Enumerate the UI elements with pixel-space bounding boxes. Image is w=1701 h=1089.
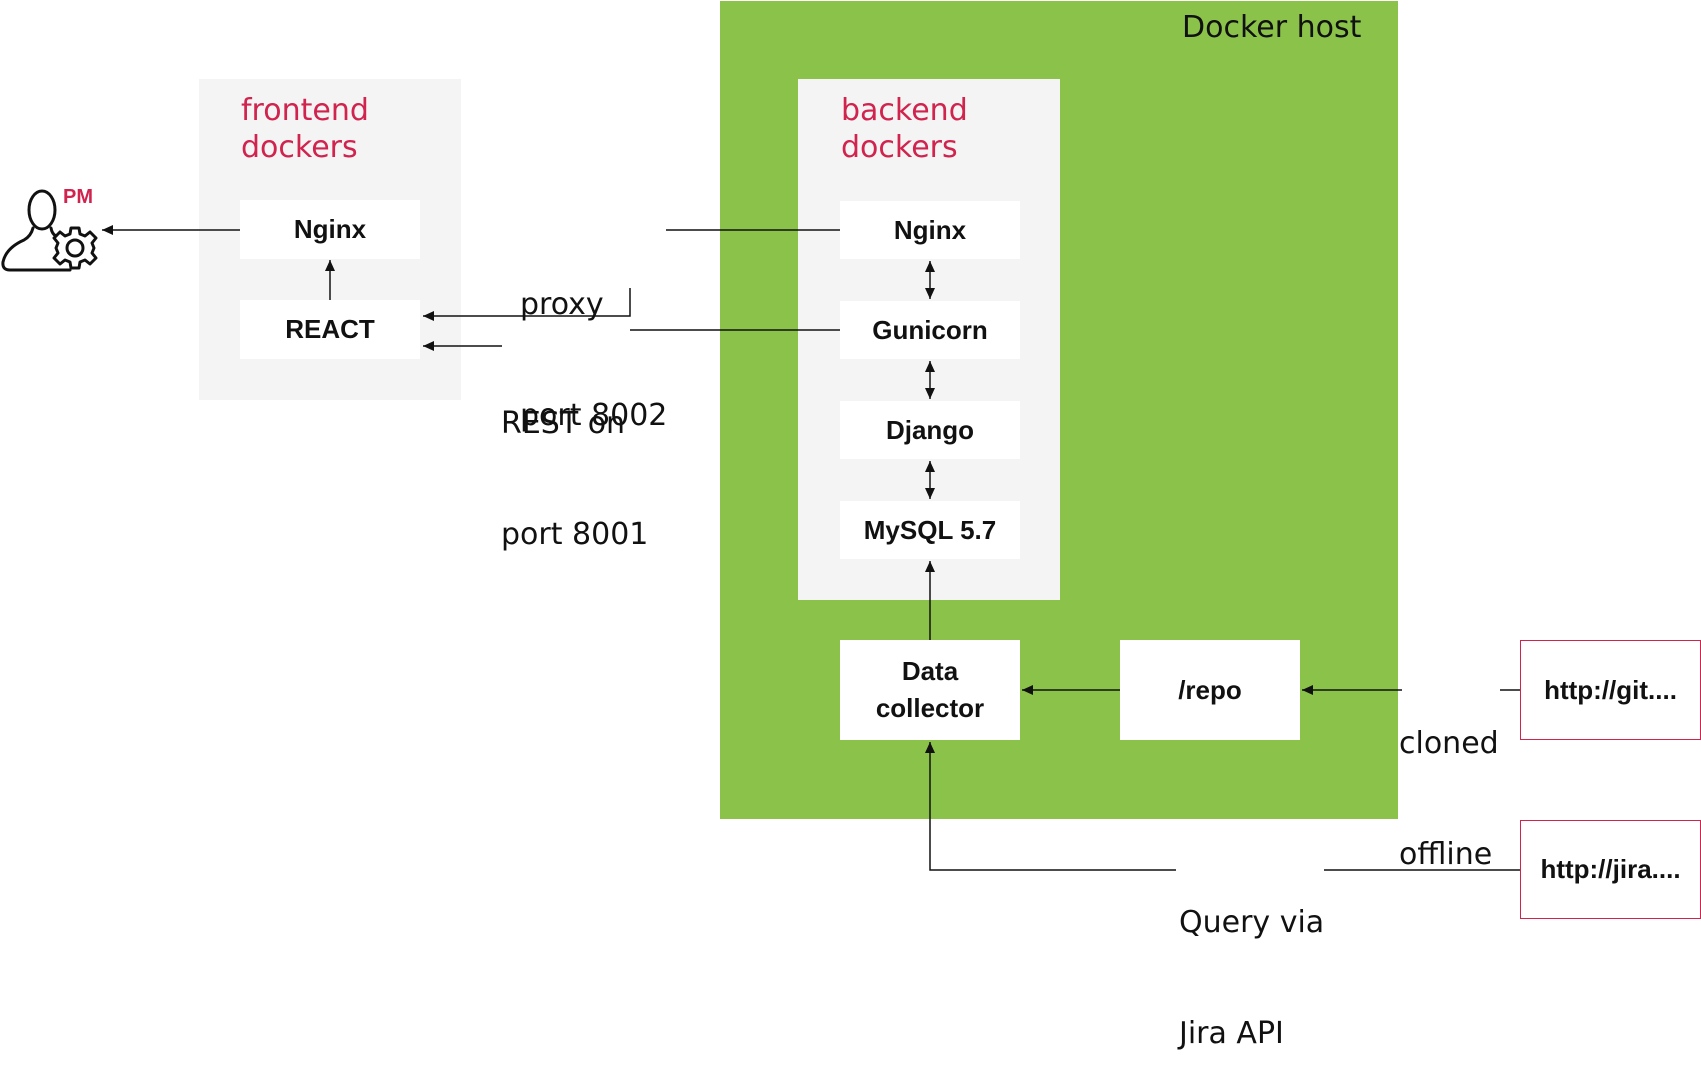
cloned-label-line1: cloned <box>1399 726 1499 761</box>
react-node[interactable]: REACT <box>240 300 420 359</box>
connector-layer <box>102 225 1520 871</box>
django-label: Django <box>885 414 975 445</box>
jira-query-label: Query via Jira API <box>1179 830 1324 1089</box>
gunicorn-label: Gunicorn <box>872 314 988 345</box>
data-collector-node[interactable]: Data collector <box>840 640 1020 740</box>
proxy-label-line2: port 8002 <box>520 398 668 433</box>
backend-nginx-label: Nginx <box>893 214 967 245</box>
jira-to-collector-arrow <box>925 742 1176 871</box>
rest-label-line2: port 8001 <box>501 517 649 552</box>
backend-title-line1: backend <box>841 93 968 128</box>
git-source-node[interactable]: http://git.... <box>1520 640 1701 740</box>
proxy-edge-label: proxy port 8002 <box>520 212 667 471</box>
repo-label: /repo <box>1178 674 1242 705</box>
django-node[interactable]: Django <box>840 401 1020 459</box>
frontend-title-line2: dockers <box>241 130 358 165</box>
pm-user-gear-icon <box>1 189 98 272</box>
cloned-label-line2: offline <box>1399 837 1493 872</box>
frontend-nginx-label: Nginx <box>293 214 367 244</box>
frontend-title-line1: frontend <box>241 93 369 128</box>
jira-source-node[interactable]: http://jira.... <box>1520 820 1701 919</box>
query-label-line1: Query via <box>1179 905 1325 940</box>
repo-node[interactable]: /repo <box>1120 640 1300 740</box>
backend-title-line2: dockers <box>841 130 958 165</box>
react-label: REACT <box>285 314 375 344</box>
docker-host-label: Docker host <box>1182 10 1362 45</box>
git-source-label: http://git.... <box>1544 674 1677 705</box>
frontend-nginx-node[interactable]: Nginx <box>240 200 420 259</box>
jira-source-label: http://jira.... <box>1540 854 1681 884</box>
proxy-label-line1: proxy <box>520 287 604 322</box>
mysql-node[interactable]: MySQL 5.7 <box>840 501 1020 559</box>
frontend-panel-title: frontend dockers <box>241 92 369 166</box>
proxy-to-react-arrow <box>423 288 631 321</box>
gunicorn-node[interactable]: Gunicorn <box>840 301 1020 359</box>
rest-label-line1: REST on <box>501 406 626 441</box>
data-collector-line2: collector <box>875 693 985 723</box>
mysql-label: MySQL 5.7 <box>863 514 997 545</box>
pm-label: PM <box>63 186 93 208</box>
backend-panel-title: backend dockers <box>841 92 968 166</box>
query-label-line2: Jira API <box>1179 1016 1284 1051</box>
cloned-offline-label: cloned offline <box>1399 651 1499 910</box>
backend-nginx-node[interactable]: Nginx <box>840 201 1020 259</box>
data-collector-line1: Data <box>901 656 959 686</box>
rest-edge-label: REST on port 8001 <box>501 331 648 590</box>
